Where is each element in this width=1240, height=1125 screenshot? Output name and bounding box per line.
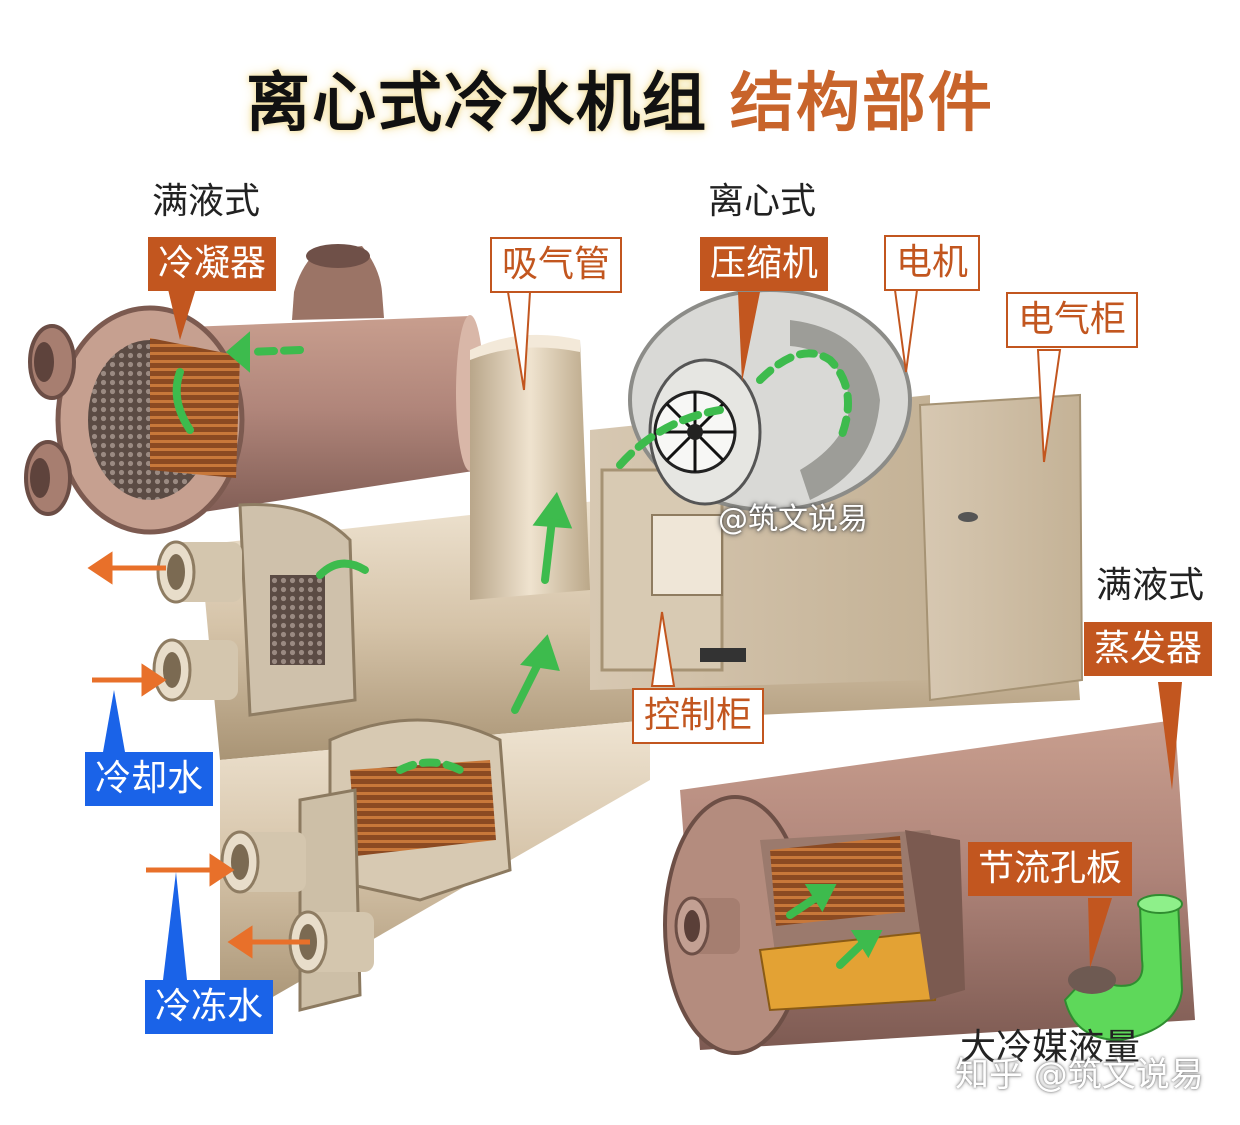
title-sub: 结构部件 (730, 67, 994, 141)
condenser-label: 冷凝器 (148, 237, 277, 291)
suction-pipe-label: 吸气管 (490, 237, 623, 293)
watermark-corner: 知乎 @筑文说易 (955, 1055, 1204, 1095)
condenser-type-label: 满液式 (152, 181, 261, 222)
condenser-shell (24, 244, 484, 535)
chilled-water-label: 冷冻水 (145, 980, 274, 1034)
title-main: 离心式冷水机组 (246, 67, 708, 141)
chilled-water-head (220, 718, 650, 1012)
compressor (628, 288, 912, 512)
motor-label: 电机 (884, 235, 981, 291)
evaporator-type-label: 满液式 (1096, 565, 1205, 606)
label-pointers (103, 285, 1182, 980)
orifice-plate-label: 节流孔板 (968, 842, 1133, 896)
electrical-cabinet-label: 电气柜 (1006, 292, 1139, 348)
compressor-type-label: 离心式 (708, 181, 817, 222)
cooling-water-label: 冷却水 (85, 752, 214, 806)
control-cabinet-label: 控制柜 (632, 688, 765, 744)
refrigerant-flow (172, 331, 883, 969)
compressor-label: 压缩机 (700, 237, 829, 291)
evaporator-shell (663, 720, 1195, 1055)
large-refrigerant-label: 大冷媒液量 (960, 1027, 1141, 1068)
cooling-water-nozzles (152, 540, 242, 702)
evaporator-label: 蒸发器 (1084, 622, 1213, 676)
diagram-title: 离心式冷水机组结构部件 (0, 52, 1240, 144)
watermark-center: @筑文说易 (718, 502, 868, 537)
water-direction-arrows (87, 551, 310, 959)
